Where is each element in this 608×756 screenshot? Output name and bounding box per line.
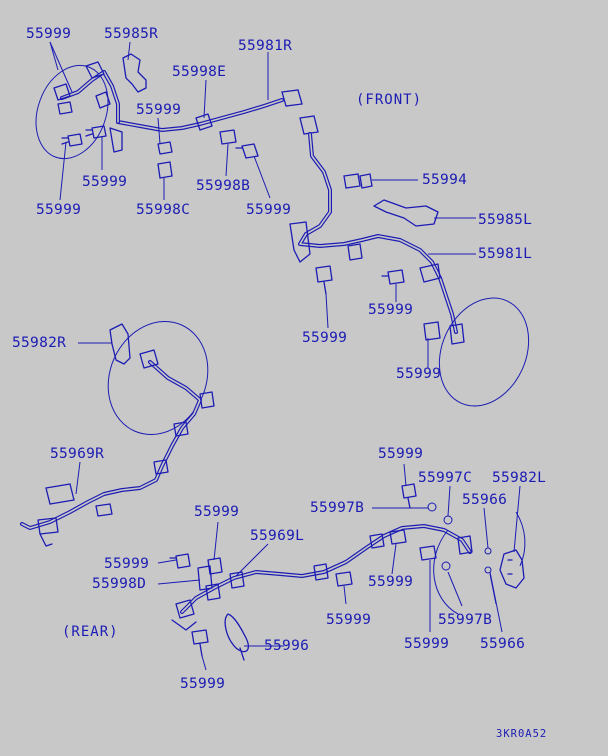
label-55998e: 55998E <box>172 64 227 80</box>
bolt-55999-i <box>335 571 353 587</box>
bolt-55999-k <box>207 557 223 575</box>
clip-55998d <box>197 565 213 591</box>
label-55998d: 55998D <box>92 576 147 592</box>
bolt-55999-g <box>401 483 417 509</box>
bolt-55999-m <box>191 629 209 657</box>
leader-lines <box>49 41 521 671</box>
label-55981l: 55981L <box>478 246 533 262</box>
clip-55998c <box>157 161 173 179</box>
label-55999-front-left-a: 55999 <box>368 302 414 318</box>
label-55985r: 55985R <box>104 26 159 42</box>
front-right-wheel-outline <box>35 64 109 160</box>
rear-right-assembly <box>20 321 215 547</box>
label-55999-rear-right-low: 55999 <box>404 636 450 652</box>
label-55999-rear-left-top: 55999 <box>194 504 240 520</box>
front-left-assembly <box>289 115 530 407</box>
label-55999-front-center: 55999 <box>246 202 292 218</box>
washer-55997b-b <box>441 561 451 571</box>
label-55999-rear-low: 55999 <box>326 612 372 628</box>
clip-55998b <box>219 129 237 145</box>
washer-55966-b <box>484 566 492 574</box>
label-55966-lower: 55966 <box>480 636 526 652</box>
front-left-wheel-outline <box>438 297 530 407</box>
label-55969l: 55969L <box>250 528 305 544</box>
washer-55997b-a <box>427 502 437 512</box>
label-55999-front-left-b: 55999 <box>302 330 348 346</box>
drawing-code: 3KR0A52 <box>496 728 548 740</box>
label-55997b-upper: 55997B <box>310 500 365 516</box>
label-55998c: 55998C <box>136 202 191 218</box>
clip-55994 <box>343 173 373 189</box>
rear-left-assembly <box>169 483 526 661</box>
label-55999-front-left-c: 55999 <box>396 366 442 382</box>
bolt-55999-j <box>169 553 191 569</box>
label-55999-front-right-mid: 55999 <box>82 174 128 190</box>
label-55999-near-clip: 55999 <box>136 102 182 118</box>
bolt-55999-c <box>157 141 173 155</box>
caption-front: (FRONT) <box>356 92 423 108</box>
label-55999-front-right-low: 55999 <box>36 202 82 218</box>
label-55982l: 55982L <box>492 470 547 486</box>
washer-55997c <box>443 515 453 525</box>
bolt-55999-f <box>381 269 405 285</box>
rear-left-wheel-outline <box>433 529 459 615</box>
label-55996: 55996 <box>264 638 310 654</box>
bracket-55985r <box>122 53 147 93</box>
connector-55969r <box>45 483 75 505</box>
label-55981r: 55981R <box>238 38 293 54</box>
label-55985l: 55985L <box>478 212 533 228</box>
bolt-55999-l <box>419 545 437 561</box>
label-55999-rear-center: 55999 <box>368 574 414 590</box>
label-55997c: 55997C <box>418 470 473 486</box>
rear-right-wheel-outline <box>107 321 209 435</box>
bolt-55999-b <box>85 125 107 139</box>
label-55969r: 55969R <box>50 446 105 462</box>
hose-front-right-wheel <box>60 70 120 124</box>
label-55999-rear-top: 55999 <box>378 446 424 462</box>
label-55982r: 55982R <box>12 335 67 351</box>
label-55999-rear-left-mid: 55999 <box>104 556 150 572</box>
connector-55981r <box>281 89 303 107</box>
bracket-55982l <box>499 549 525 589</box>
washer-55966-a <box>484 547 492 555</box>
label-55966-upper: 55966 <box>462 492 508 508</box>
bolt-55999-a <box>61 133 83 147</box>
bolt-55999-h <box>389 529 407 545</box>
label-55998b: 55998B <box>196 178 251 194</box>
strap-55996 <box>224 613 250 661</box>
label-55994: 55994 <box>422 172 468 188</box>
label-55997b-lower: 55997B <box>438 612 493 628</box>
caption-rear: (REAR) <box>62 624 119 640</box>
label-55999-rear-bottom: 55999 <box>180 676 226 692</box>
bolt-55999-d <box>235 143 259 159</box>
connector-55981l <box>299 115 319 135</box>
bracket-55985l <box>373 199 439 227</box>
bracket-55982r <box>109 323 131 365</box>
bolt-55999-e <box>315 265 333 295</box>
label-55999-top-left: 55999 <box>26 26 72 42</box>
hose-55969l <box>180 524 472 614</box>
